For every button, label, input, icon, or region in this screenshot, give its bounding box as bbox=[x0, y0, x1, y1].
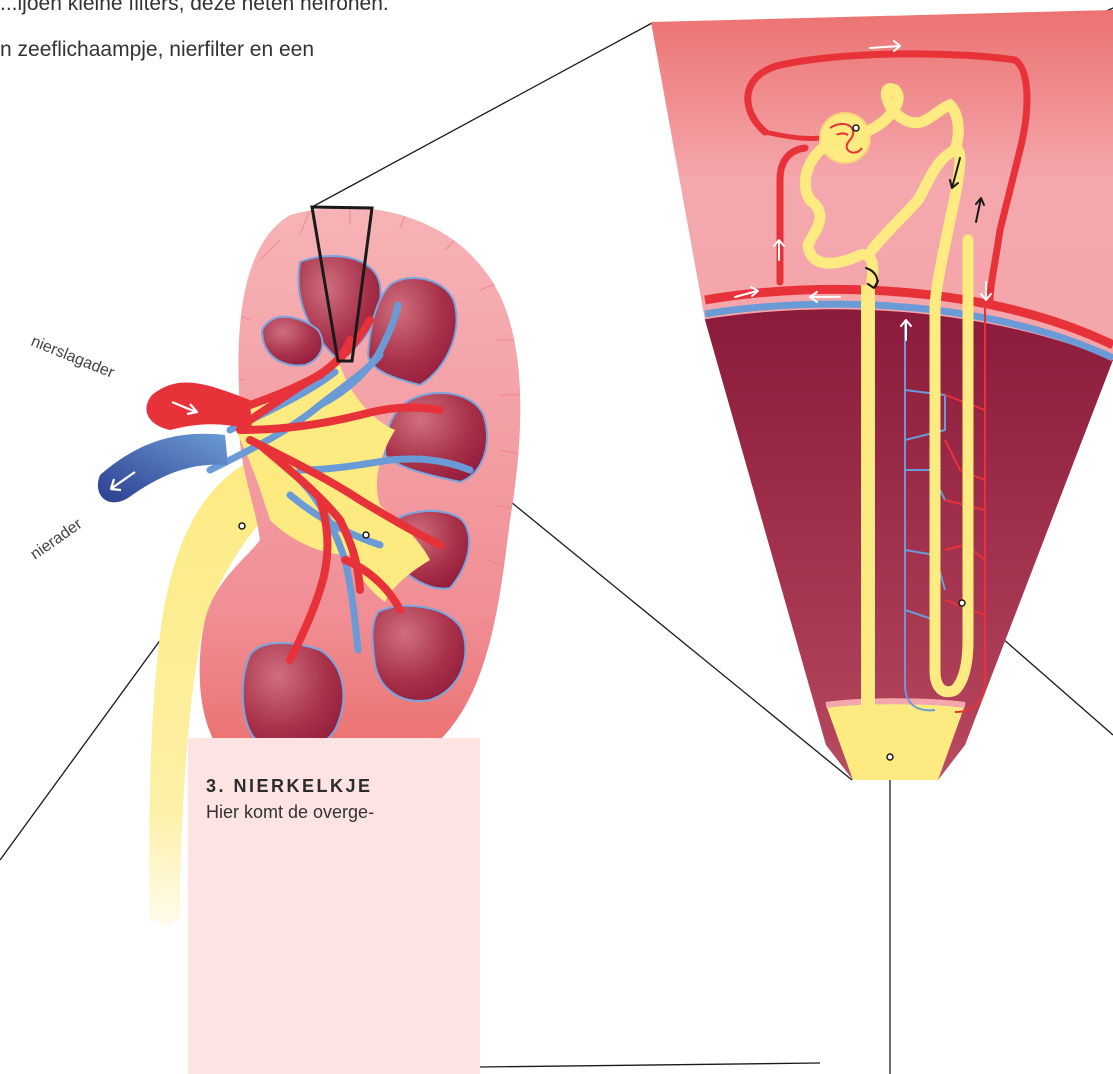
renal-pyramid bbox=[372, 606, 465, 701]
nephron-closeup bbox=[651, 10, 1113, 1074]
vein-label: nierader bbox=[28, 515, 86, 563]
artery-label: nierslagader bbox=[29, 333, 118, 382]
intro-line-1: ...ljoen kleine filters, deze heten nefr… bbox=[0, 0, 389, 22]
callout-title: 3. NIERKELKJE bbox=[206, 776, 373, 797]
callout-box: 3. NIERKELKJE Hier komt de overge- bbox=[188, 738, 480, 1074]
intro-line-2: n zeeflichaampje, nierfilter en een bbox=[0, 32, 314, 68]
ureter-cap bbox=[150, 915, 180, 925]
renal-artery-main bbox=[146, 382, 252, 430]
callout-text: Hier komt de overge- bbox=[206, 802, 374, 823]
